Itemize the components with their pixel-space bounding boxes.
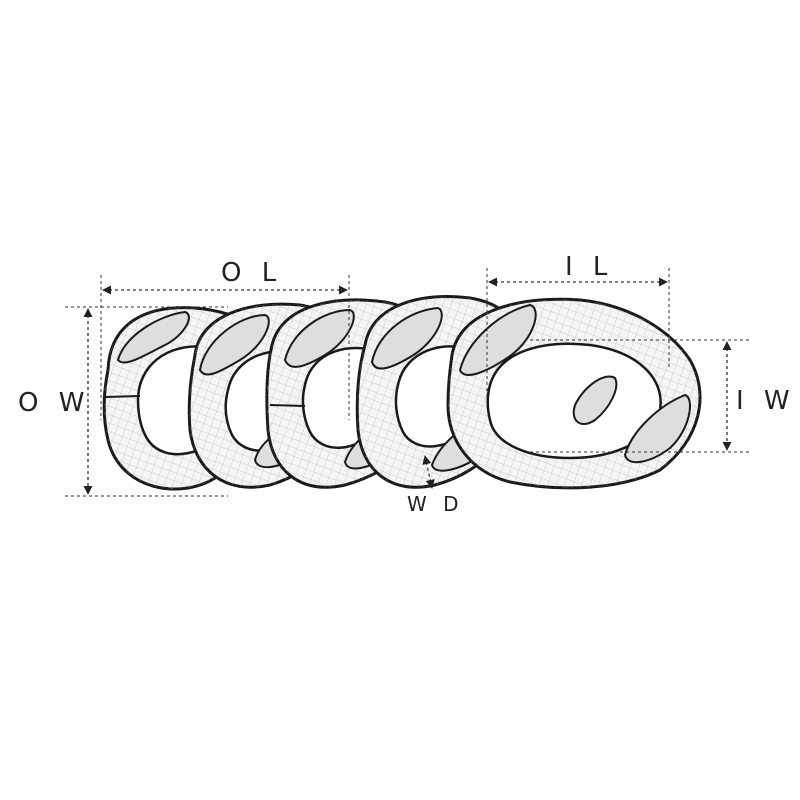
dimension-ow bbox=[65, 306, 228, 497]
dimension-iw bbox=[530, 339, 750, 453]
label-ol: O L bbox=[221, 258, 283, 288]
label-wd: W D bbox=[407, 492, 464, 516]
label-il: I L bbox=[565, 252, 614, 282]
label-iw: I W bbox=[736, 386, 796, 416]
label-ow: O W bbox=[18, 388, 91, 418]
dimension-ol bbox=[100, 275, 350, 420]
chain-link-5 bbox=[446, 297, 702, 490]
dimension-il bbox=[486, 268, 670, 400]
